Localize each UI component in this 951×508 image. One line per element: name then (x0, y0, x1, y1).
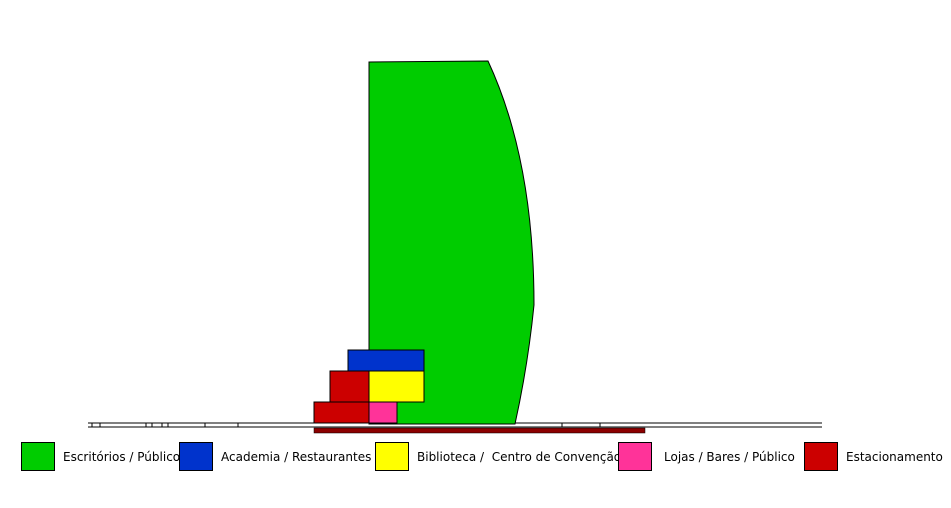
underground-slab (313, 427, 646, 434)
legend-label-escritorios: Escritórios / Público (63, 449, 181, 464)
legend-swatch-biblioteca (375, 442, 409, 471)
block-biblioteca (368, 370, 425, 403)
legend-item-estacionamento: Estacionamento (804, 441, 943, 472)
tower-escritorios (368, 60, 535, 425)
block-academia (347, 349, 425, 372)
legend-label-lojas: Lojas / Bares / Público (664, 449, 795, 464)
legend-label-academia: Academia / Restaurantes (221, 449, 372, 464)
legend-label-biblioteca: Biblioteca / Centro de Convenção (417, 449, 622, 464)
legend-swatch-estacionamento (804, 442, 838, 471)
ground-ticks (91, 423, 601, 427)
block-lojas (368, 401, 398, 424)
legend-item-biblioteca: Biblioteca / Centro de Convenção (375, 441, 621, 472)
legend-swatch-lojas (618, 442, 652, 471)
legend-swatch-escritorios (21, 442, 55, 471)
block-estacionamento-lower (313, 401, 370, 424)
legend-swatch-academia (179, 442, 213, 471)
legend-item-academia: Academia / Restaurantes (179, 441, 371, 472)
legend-label-estacionamento: Estacionamento (846, 449, 943, 464)
legend-item-lojas: Lojas / Bares / Público (618, 441, 795, 472)
legend-item-escritorios: Escritórios / Público (21, 441, 180, 472)
block-estacionamento-upper (329, 370, 370, 403)
